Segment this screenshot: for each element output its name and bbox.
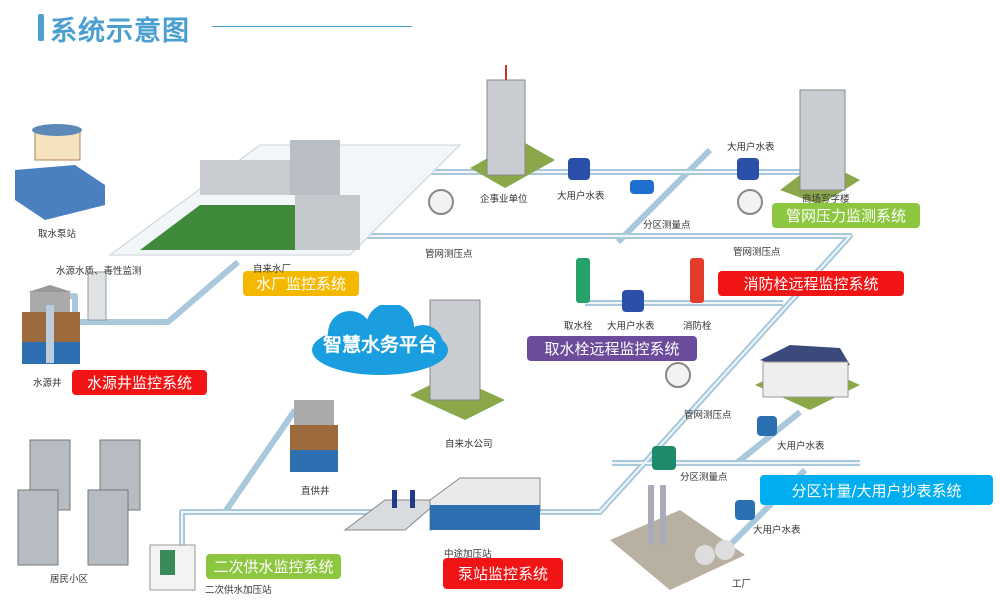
label-meter: 大用户水表 — [607, 321, 655, 332]
meter-branch — [736, 409, 802, 465]
residential-buildings-icon — [17, 439, 141, 566]
label-secondary-station: 二次供水加压站 — [205, 585, 272, 596]
smart-water-platform[interactable]: 智慧水务平台 — [322, 333, 437, 356]
enterprise-building-icon — [470, 65, 555, 188]
pressure-gauge-icons — [428, 189, 763, 388]
flow-meter-icons — [630, 180, 676, 470]
meter-icon — [757, 416, 777, 436]
label-gauge: 管网测压点 — [684, 410, 732, 421]
label-intake-pump: 取水泵站 — [38, 229, 77, 240]
title-accent-bar — [38, 14, 44, 41]
direct-well-pipe — [222, 408, 298, 514]
label-direct-well: 直供井 — [301, 486, 330, 497]
secondary-supply-icon — [149, 544, 196, 591]
label-residential: 居民小区 — [50, 574, 89, 585]
factory-icon — [610, 485, 745, 590]
label-zone: 分区测量点 — [643, 220, 691, 231]
mall-building-icon — [780, 89, 860, 205]
system-take-hydrant-monitor[interactable]: 取水栓远程监控系统 — [527, 336, 697, 361]
label-meter: 大用户水表 — [777, 441, 825, 452]
system-fire-hydrant-monitor[interactable]: 消防栓远程监控系统 — [718, 271, 904, 296]
water-meter-icons — [568, 158, 777, 520]
label-plant: 自来水厂 — [253, 264, 292, 275]
label-mall: 商场写字楼 — [802, 194, 850, 205]
meter-icon — [735, 500, 755, 520]
booster-station-icon — [343, 477, 541, 531]
meter-icon — [737, 158, 759, 180]
system-secondary-supply[interactable]: 二次供水监控系统 — [206, 554, 341, 579]
system-zone-metering[interactable]: 分区计量/大用户抄表系统 — [760, 475, 993, 505]
label-meter: 大用户水表 — [753, 525, 801, 536]
intake-pump-station-icon — [15, 124, 105, 220]
label-meter: 大用户水表 — [557, 191, 605, 202]
label-factory: 工厂 — [732, 579, 752, 590]
label-meter: 大用户水表 — [727, 142, 775, 153]
title-divider — [212, 26, 412, 27]
label-fire-hydrant: 消防栓 — [683, 321, 712, 332]
system-pump-station[interactable]: 泵站监控系统 — [443, 558, 563, 589]
label-quality: 水源水质、毒性监测 — [56, 266, 142, 277]
label-booster: 中途加压站 — [444, 549, 492, 560]
system-well-monitor[interactable]: 水源井监控系统 — [72, 370, 207, 395]
meter-icon — [568, 158, 590, 180]
page-title: 系统示意图 — [50, 16, 190, 47]
direct-well-icon — [290, 400, 338, 472]
hydrant-icons — [576, 258, 704, 303]
label-take-hydrant: 取水栓 — [564, 321, 593, 332]
source-well-icon — [22, 285, 80, 364]
label-enterprise: 企事业单位 — [480, 194, 528, 205]
label-company: 自来水公司 — [445, 439, 493, 450]
school-building-icon — [755, 345, 860, 410]
meter-icon — [622, 290, 644, 312]
cloud-icon — [312, 305, 448, 375]
water-plant-icon — [108, 140, 462, 256]
zone-diagonal — [615, 147, 713, 245]
system-water-plant-monitor[interactable]: 水厂监控系统 — [243, 271, 359, 296]
label-zone: 分区测量点 — [680, 472, 728, 483]
label-well: 水源井 — [33, 378, 62, 389]
label-gauge: 管网测压点 — [425, 249, 473, 260]
label-gauge: 管网测压点 — [733, 247, 781, 258]
quality-monitor-icon — [87, 271, 107, 321]
system-pressure-monitor[interactable]: 管网压力监测系统 — [772, 203, 920, 228]
